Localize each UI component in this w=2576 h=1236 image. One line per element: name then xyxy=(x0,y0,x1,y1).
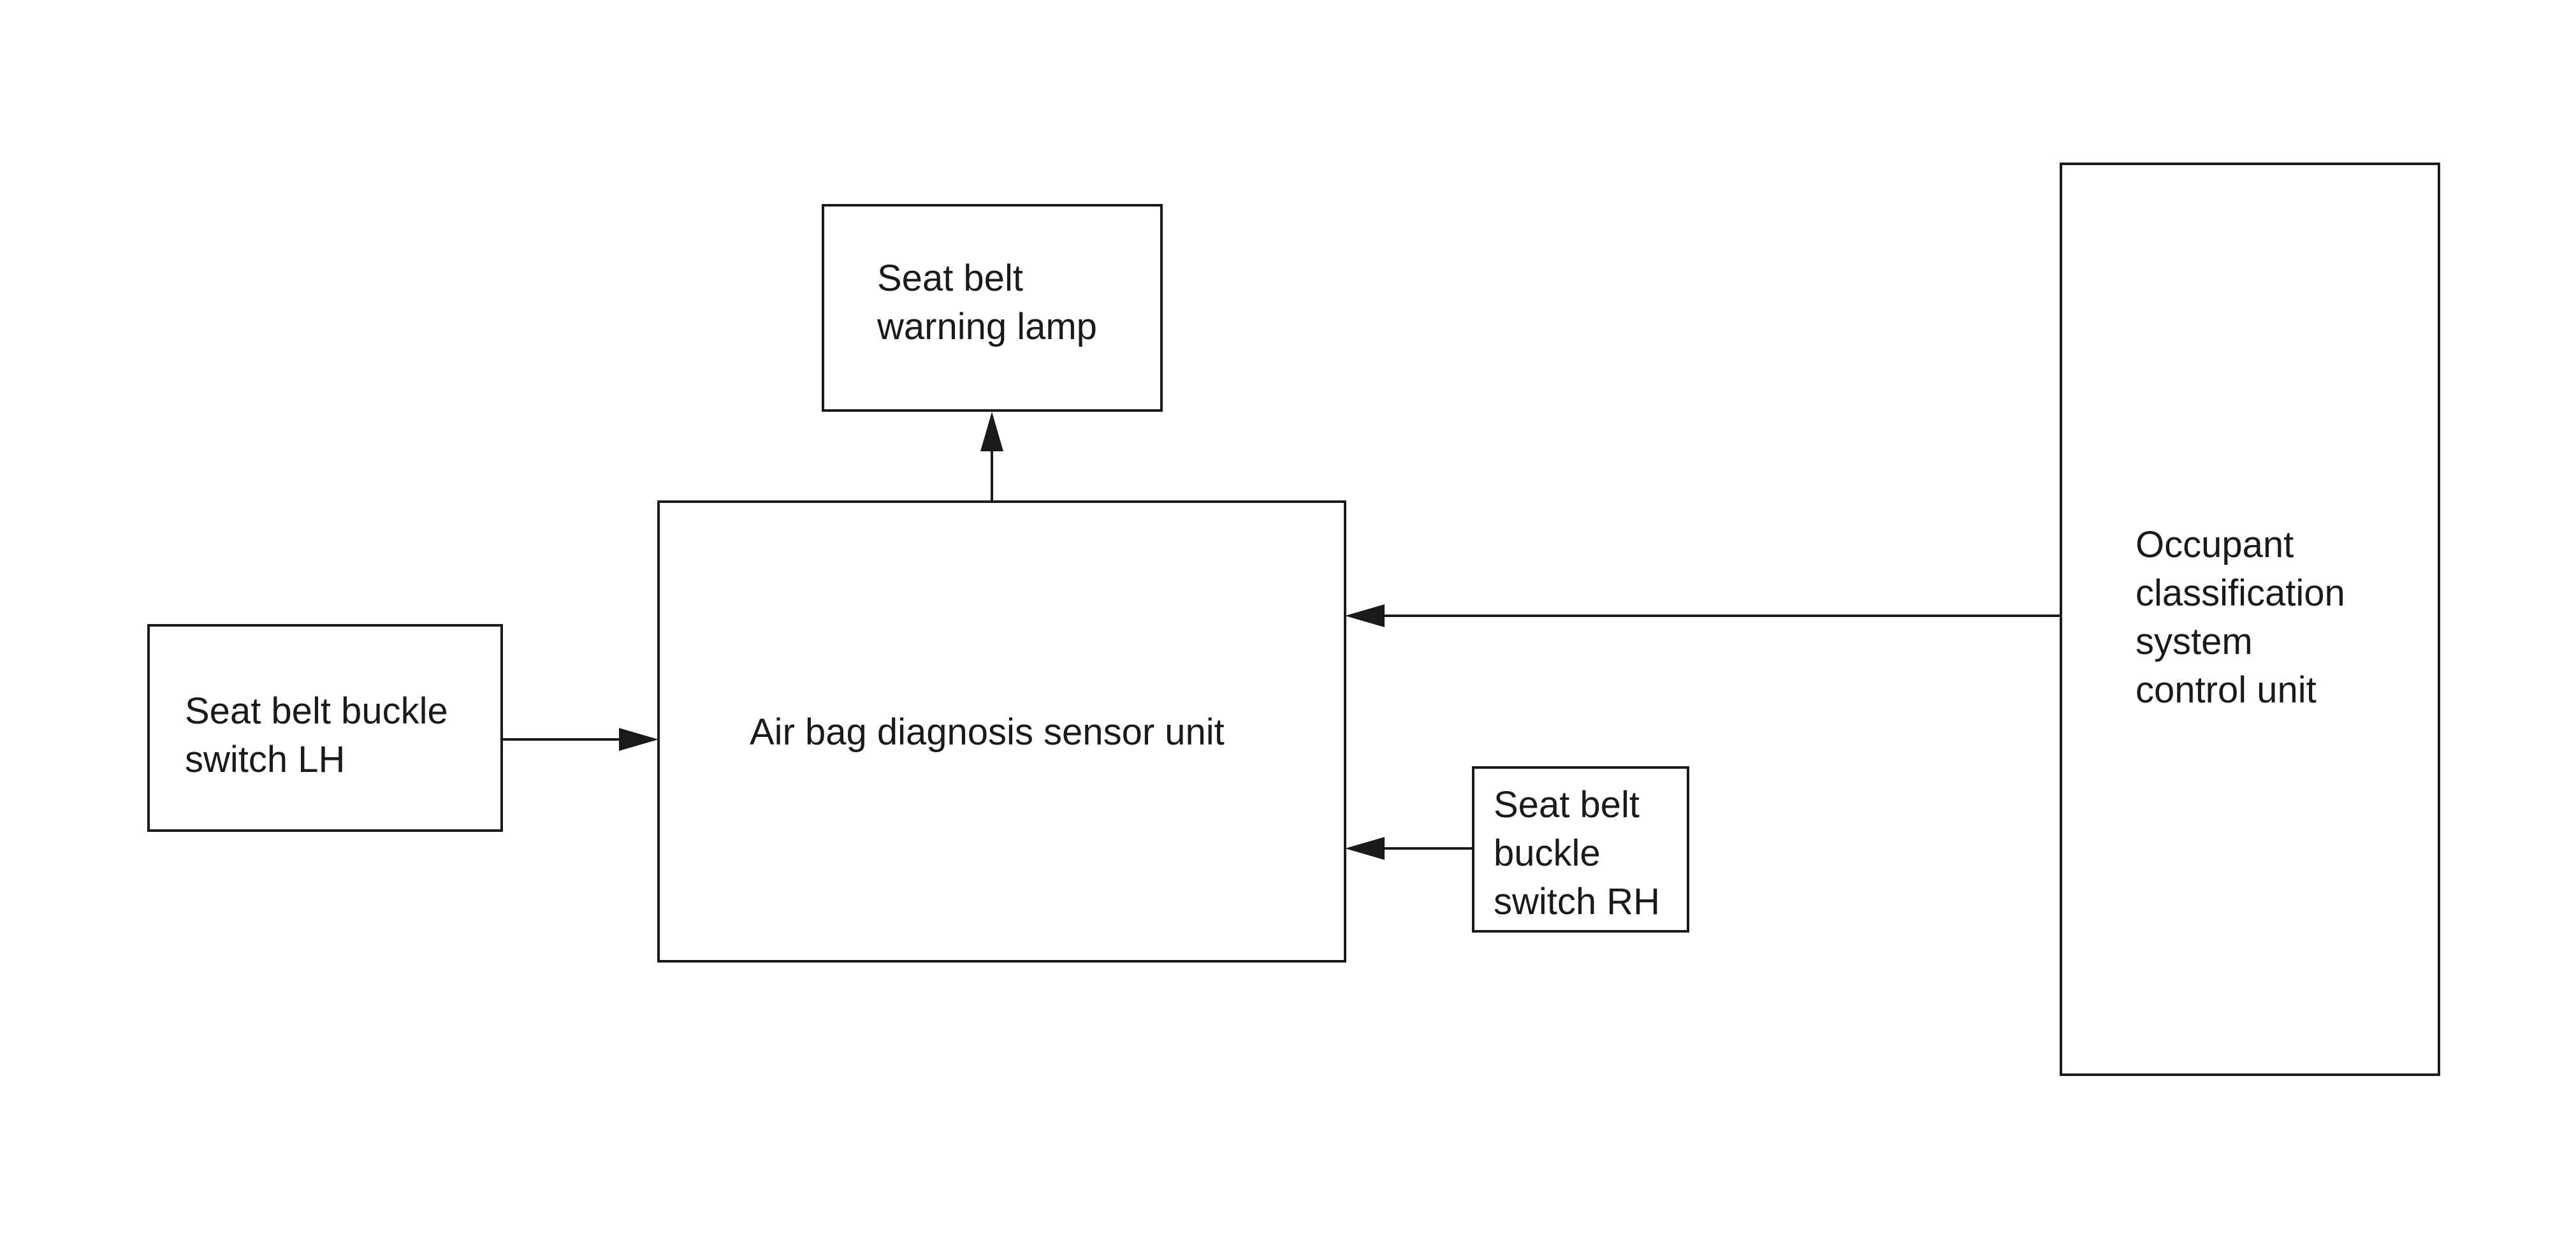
label-line: system xyxy=(2136,621,2253,662)
block-seat-belt-warning-lamp: Seat belt warning lamp xyxy=(822,204,1163,412)
label-line: switch LH xyxy=(185,739,345,780)
label-line: Seat belt xyxy=(877,258,1023,299)
label-line: switch RH xyxy=(1494,881,1660,922)
block-occupant-classification-system-control-unit-box xyxy=(2060,163,2440,1076)
arrowhead-left xyxy=(1345,604,1385,627)
block-seat-belt-buckle-switch-rh-box xyxy=(1472,766,1689,933)
label-line: warning lamp xyxy=(877,306,1097,347)
connector-sensor-unit-to-warning-lamp xyxy=(980,412,1003,502)
block-seat-belt-warning-lamp-box xyxy=(822,204,1163,412)
block-seat-belt-buckle-switch-rh-label: Seat belt buckle switch RH xyxy=(1494,784,1660,922)
label-line: Air bag diagnosis sensor unit xyxy=(750,711,1225,753)
block-air-bag-diagnosis-sensor-unit-box xyxy=(657,500,1346,963)
connector-occupant-unit-to-sensor-unit xyxy=(1345,604,2061,627)
label-line: Seat belt xyxy=(1494,784,1640,825)
label-line: Occupant xyxy=(2136,524,2294,565)
arrowhead-left xyxy=(1345,837,1385,860)
label-line: buckle xyxy=(1494,832,1601,874)
label-line: classification xyxy=(2136,572,2345,614)
arrowhead-up xyxy=(980,412,1003,451)
block-air-bag-diagnosis-sensor-unit: Air bag diagnosis sensor unit xyxy=(657,500,1346,963)
block-occupant-classification-system-control-unit-label: Occupant classification system control u… xyxy=(2136,524,2355,711)
label-line: Seat belt buckle xyxy=(185,690,448,732)
block-seat-belt-buckle-switch-lh-box xyxy=(147,624,503,832)
arrowhead-right xyxy=(619,728,659,751)
label-line: control unit xyxy=(2136,669,2317,711)
block-air-bag-diagnosis-sensor-unit-label: Air bag diagnosis sensor unit xyxy=(750,711,1225,753)
block-seat-belt-warning-lamp-label: Seat belt warning lamp xyxy=(877,258,1097,347)
connector-buckle-switch-rh-to-sensor-unit xyxy=(1345,837,1473,860)
block-seat-belt-buckle-switch-lh-label: Seat belt buckle switch LH xyxy=(185,690,458,780)
block-occupant-classification-system-control-unit: Occupant classification system control u… xyxy=(2060,163,2440,1076)
block-seat-belt-buckle-switch-rh: Seat belt buckle switch RH xyxy=(1472,766,1689,933)
block-seat-belt-buckle-switch-lh: Seat belt buckle switch LH xyxy=(147,624,503,832)
connector-buckle-switch-lh-to-sensor-unit xyxy=(502,728,659,751)
